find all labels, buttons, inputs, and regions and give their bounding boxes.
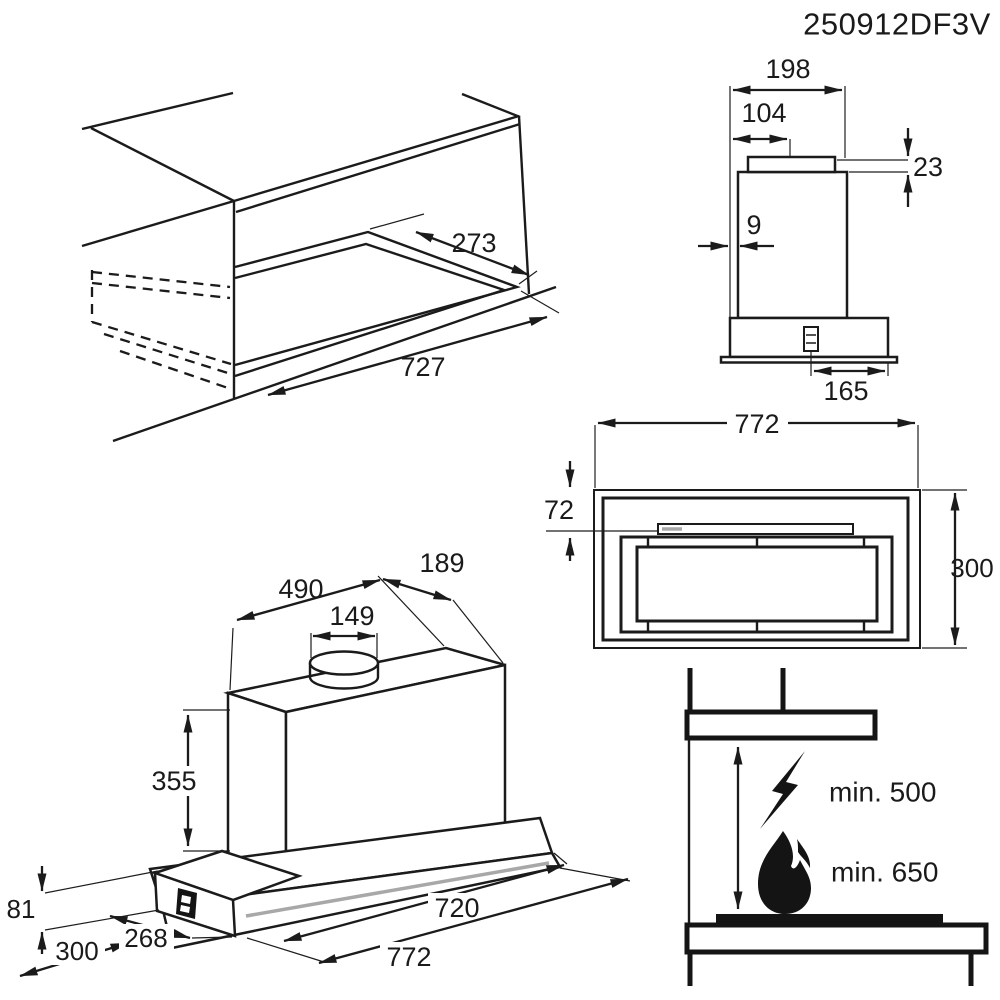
electric-clearance-label: min. 500	[829, 777, 936, 808]
duct-spigot	[308, 650, 380, 690]
counter-bar	[684, 922, 989, 955]
dim-base-height: 81	[7, 894, 36, 924]
frame-tabs	[646, 537, 866, 632]
dim-total-depth: 198	[765, 54, 810, 84]
hidden-edges	[90, 270, 232, 391]
top-view: 772 72 300	[544, 408, 994, 649]
cabinet-front-edge	[112, 285, 557, 443]
flame-icon	[758, 831, 811, 914]
dim-connector-offset: 165	[823, 376, 868, 406]
dim-front-gap: 72	[544, 495, 574, 525]
plug-symbol	[176, 888, 197, 919]
dim-cutout-depth: 273	[451, 228, 496, 258]
dim-top-plate-height: 23	[913, 152, 943, 182]
gas-clearance-label: min. 650	[831, 857, 938, 888]
dim-inner-width: 720	[434, 893, 479, 923]
side-base-flange	[719, 355, 899, 364]
dim-cutout-width: 727	[400, 352, 445, 382]
dim-motor-depth: 189	[419, 548, 464, 578]
dim-wall-gap: 9	[746, 210, 761, 240]
dim-base-depth: 300	[55, 936, 98, 966]
lightning-icon	[760, 751, 805, 829]
clearance-view: min. 500 min. 650	[684, 668, 989, 986]
top-second-rect	[601, 496, 910, 642]
hood-bottom-bar	[684, 709, 878, 741]
dim-duct-offset: 104	[741, 98, 786, 128]
model-title: 250912DF3V	[803, 7, 991, 42]
body-end-face	[226, 691, 288, 880]
dim-duct-diameter: 149	[329, 601, 374, 631]
dim-box-depth: 268	[124, 923, 167, 953]
dim-total-width: 772	[386, 942, 431, 972]
dim-motor-height: 355	[151, 766, 196, 796]
dim-top-width: 772	[734, 409, 779, 439]
side-view: 198 104 23 9 165	[698, 54, 943, 406]
hood-iso-view: 355 490 189 149 81 300 268 720	[7, 548, 631, 978]
side-connector	[803, 326, 819, 352]
side-top-plate	[746, 155, 837, 174]
dim-motor-length: 490	[278, 574, 323, 604]
cabinet-cutout-view: 273 727	[81, 91, 560, 443]
cabinet-top-edge	[81, 91, 234, 131]
dim-top-depth: 300	[950, 553, 993, 583]
top-front-strip	[657, 523, 854, 535]
cutout-inner-frame	[234, 242, 508, 378]
cooktop-surface	[716, 914, 943, 925]
